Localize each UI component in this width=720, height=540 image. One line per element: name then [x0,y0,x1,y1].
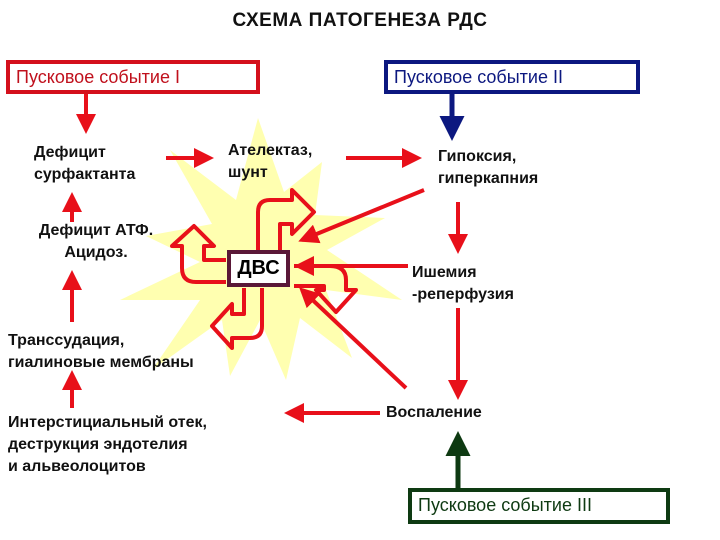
node-edema-line-1: Интерстициальный отек, [8,414,207,431]
node-atp-line-1: Дефицит АТФ. [38,222,154,239]
node-surfactant-line-2: сурфактанта [34,166,136,183]
node-atp: Дефицит АТФ. Ацидоз. [26,220,166,264]
swirl-arrows [170,188,358,350]
node-atelectasis: Ателектаз, шунт [228,140,312,184]
trigger-label-3: Пусковое событие III [418,495,592,515]
node-atelectasis-line-2: шунт [228,164,268,181]
node-ischemia-line-1: Ишемия [412,264,477,281]
node-surfactant: Дефицит сурфактанта [34,142,135,186]
trigger-label-2: Пусковое событие II [394,67,563,87]
node-transudation: Транссудация, гиалиновые мембраны [8,330,194,374]
diagram-title: СХЕМА ПАТОГЕНЕЗА РДС [232,10,488,31]
trigger-label-1: Пусковое событие I [16,67,180,87]
arrow-inflammation-to-dvs [299,287,408,390]
node-atp-line-2: Ацидоз. [64,244,128,261]
trigger-box-2: Пусковое событие II [384,60,640,94]
node-transudation-line-2: гиалиновые мембраны [8,354,194,371]
trigger-box-1: Пусковое событие I [6,60,260,94]
node-transudation-line-1: Транссудация, [8,332,125,349]
node-atelectasis-line-1: Ателектаз, [228,142,313,159]
node-hypoxia-line-2: гиперкапния [438,170,539,187]
starburst-shape [120,118,402,380]
node-dvs: ДВС [227,250,290,287]
node-edema: Интерстициальный отек, деструкция эндоте… [8,412,207,478]
node-inflammation: Воспаление [386,404,482,421]
node-ischemia: Ишемия -реперфузия [412,262,514,306]
node-hypoxia-line-1: Гипоксия, [438,148,517,165]
node-hypoxia: Гипоксия, гиперкапния [438,146,538,190]
arrow-hypoxia-to-dvs [298,188,425,244]
node-ischemia-line-2: -реперфузия [412,286,514,303]
trigger-box-3: Пусковое событие III [408,488,670,524]
node-edema-line-2: деструкция эндотелия [8,436,188,453]
node-surfactant-line-1: Дефицит [34,144,106,161]
node-edema-line-3: и альвеолоцитов [8,458,146,475]
